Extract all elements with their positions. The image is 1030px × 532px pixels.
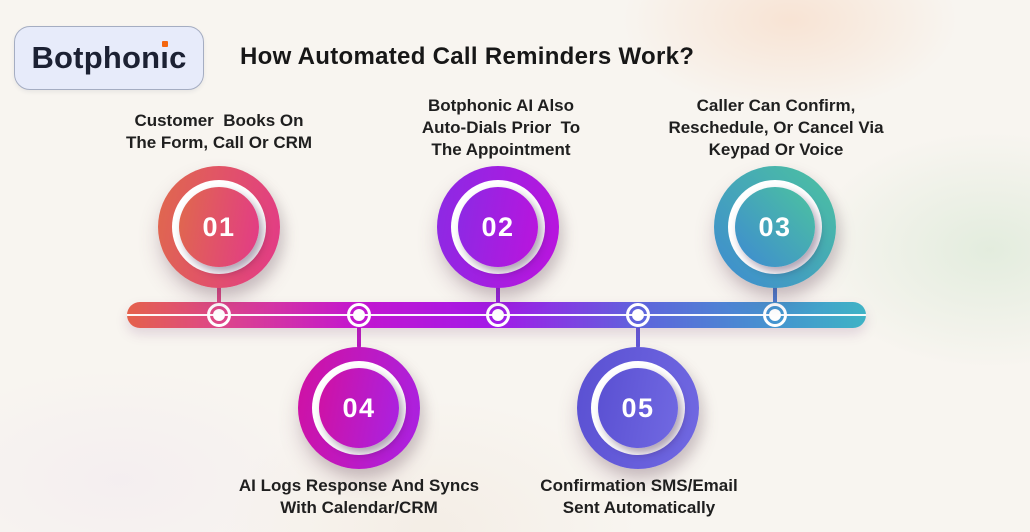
- step-01-label: Customer Books On The Form, Call Or CRM: [125, 111, 313, 152]
- step-03-core: 03: [735, 187, 815, 267]
- step-02-label: Botphonic AI Also Auto-Dials Prior To Th…: [421, 96, 581, 159]
- step-01-ring: 01: [172, 180, 266, 274]
- step-03-number: 03: [758, 211, 792, 242]
- step-01-node: 01: [158, 166, 280, 288]
- step-02-core: 02: [458, 187, 538, 267]
- logo-text-post: c: [169, 40, 187, 75]
- step-01-connector: [217, 286, 221, 316]
- timeline-dot-03: [763, 303, 787, 327]
- step-05-number: 05: [621, 392, 655, 423]
- page-title: How Automated Call Reminders Work?: [240, 43, 695, 70]
- step-04-node: 04: [298, 347, 420, 469]
- step-04-number: 04: [342, 392, 376, 423]
- step-03-ring: 03: [728, 180, 822, 274]
- timeline-dot-01: [207, 303, 231, 327]
- step-05-connector: [636, 314, 640, 348]
- step-03-node: 03: [714, 166, 836, 288]
- logo-text-pre: Botphon: [31, 40, 161, 75]
- step-04-core: 04: [319, 368, 399, 448]
- step-02-node: 02: [437, 166, 559, 288]
- step-05-core: 05: [598, 368, 678, 448]
- step-04-connector: [357, 314, 361, 348]
- step-05-label: Confirmation SMS/Email Sent Automaticall…: [540, 476, 738, 517]
- step-04-label: AI Logs Response And Syncs With Calendar…: [238, 476, 480, 517]
- timeline-dot-02: [486, 303, 510, 327]
- logo-letter-i: ı: [160, 40, 170, 75]
- step-01-core: 01: [179, 187, 259, 267]
- step-05-node: 05: [577, 347, 699, 469]
- step-02-ring: 02: [451, 180, 545, 274]
- step-02-number: 02: [481, 211, 515, 242]
- step-04-ring: 04: [312, 361, 406, 455]
- step-03-connector: [773, 286, 777, 316]
- step-02-connector: [496, 286, 500, 316]
- timeline-dot-05: [626, 303, 650, 327]
- timeline-bar: [127, 302, 866, 328]
- step-05-ring: 05: [591, 361, 685, 455]
- step-01-number: 01: [202, 211, 236, 242]
- timeline-dot-04: [347, 303, 371, 327]
- step-03-label: Caller Can Confirm, Reschedule, Or Cance…: [668, 96, 884, 159]
